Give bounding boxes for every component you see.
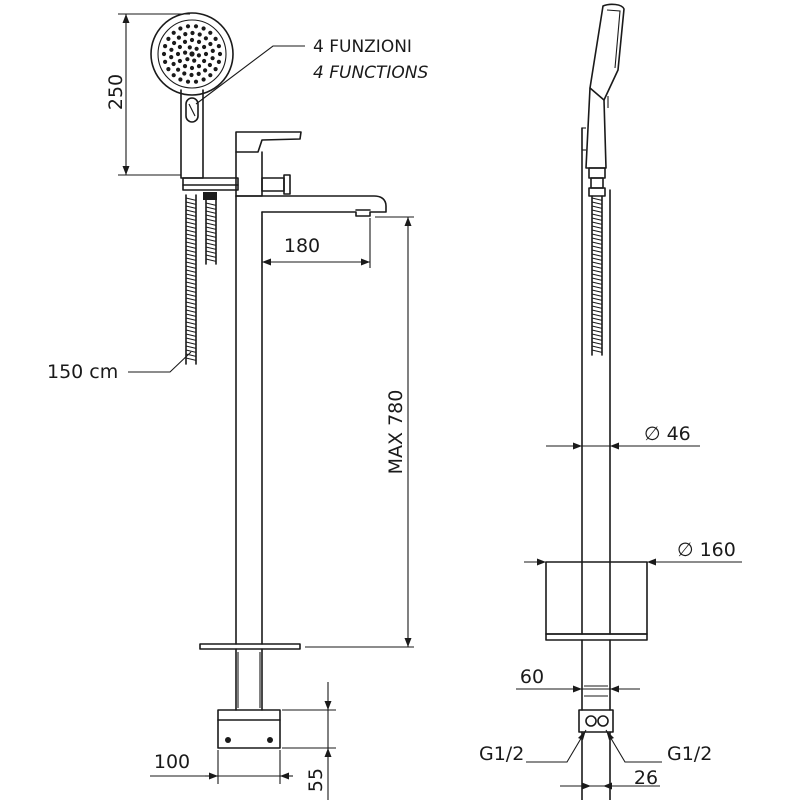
dim-hose-length: 150 cm [47, 361, 118, 383]
side-handshower-head [581, 3, 625, 169]
dim-thread-spacing: 26 [634, 767, 658, 789]
dim-base-diameter: ∅ 160 [677, 539, 736, 561]
label-thread-right: G1/2 [667, 743, 712, 765]
side-column [581, 127, 611, 635]
front-dimensions: 250 4 FUNZIONI 4 FUNCTIONS 150 cm 180 MA… [47, 13, 429, 800]
hose-holder [182, 177, 239, 200]
side-view [545, 3, 648, 800]
floor-plate [199, 643, 301, 650]
front-view [150, 12, 387, 749]
side-lower-pipe [581, 639, 611, 711]
side-base-cover [545, 561, 648, 641]
nozzle-pattern [161, 24, 223, 84]
floor-fixing-base [217, 709, 281, 749]
dim-column-diameter: ∅ 46 [644, 423, 691, 445]
handshower-handle [180, 89, 204, 179]
bath-spout [235, 195, 387, 217]
shower-hose-short [205, 199, 217, 265]
dim-pipe-width: 60 [520, 666, 544, 688]
dim-handshower-height: 250 [105, 74, 127, 110]
dim-spout-reach: 180 [284, 235, 320, 257]
dim-max-height: MAX 780 [385, 390, 407, 475]
handshower-head [150, 12, 234, 96]
shower-hose [185, 194, 197, 365]
label-functions-it: 4 FUNZIONI [313, 37, 412, 57]
side-dimensions: ∅ 46 ∅ 160 60 G1/2 G1/2 26 [479, 423, 742, 790]
label-thread-left: G1/2 [479, 743, 524, 765]
main-column [235, 195, 263, 645]
dim-base-height: 55 [305, 768, 327, 792]
side-hose [588, 167, 606, 356]
mixer-lever [235, 131, 302, 197]
dim-base-width: 100 [154, 751, 190, 773]
label-functions-en: 4 FUNCTIONS [313, 63, 429, 83]
diverter-knob [261, 174, 291, 195]
underfloor-pipe [235, 648, 263, 711]
